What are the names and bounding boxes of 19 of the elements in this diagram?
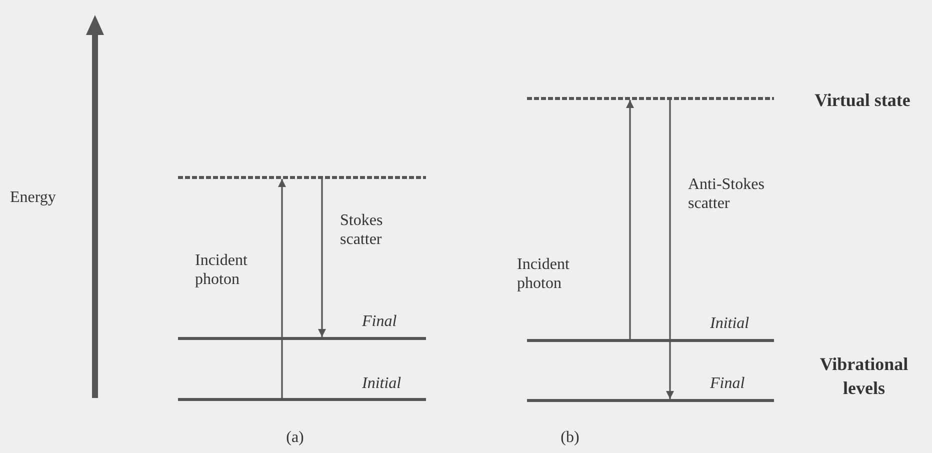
energy-level-line xyxy=(527,339,774,342)
arrow xyxy=(318,179,326,337)
level-name: Initial xyxy=(362,374,402,393)
arrow xyxy=(278,179,286,398)
virtual-state-line xyxy=(527,97,774,100)
level-name: Final xyxy=(362,312,397,331)
panel-label: (b) xyxy=(560,428,580,447)
energy-level-line xyxy=(527,399,774,402)
axis-label: Energy xyxy=(10,188,57,207)
energy-level-line xyxy=(178,398,426,401)
arrow xyxy=(666,100,674,399)
energy-level-line xyxy=(178,337,426,340)
side-label: Vibrational levels xyxy=(818,353,910,400)
arrow xyxy=(626,100,634,339)
level-name: Initial xyxy=(710,314,750,333)
side-label: Virtual state xyxy=(814,89,912,112)
virtual-state-line xyxy=(178,176,426,179)
panel-label: (a) xyxy=(285,428,305,447)
level-name: Final xyxy=(710,374,745,393)
